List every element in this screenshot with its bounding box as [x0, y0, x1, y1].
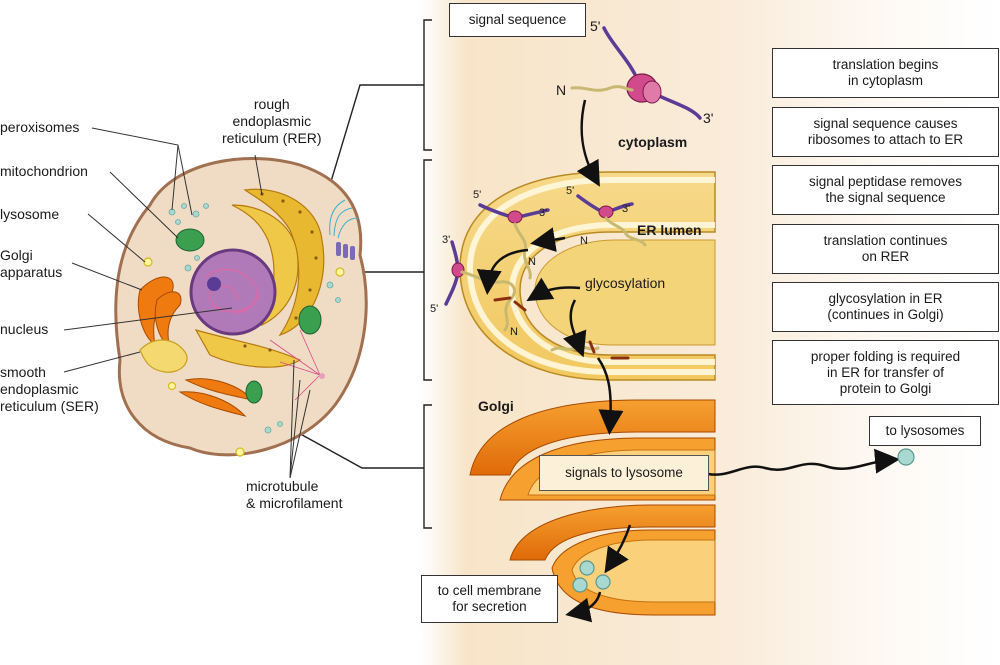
- step-box-6: proper folding is required in ER for tra…: [772, 340, 999, 405]
- label-peroxisomes: peroxisomes: [0, 119, 80, 135]
- secretory-vesicles: [572, 560, 611, 593]
- label-mitochondrion: mitochondrion: [0, 163, 88, 179]
- cell-illustration: [114, 156, 368, 457]
- lysosome-vesicle: [897, 448, 915, 466]
- label-three-prime-er2: 3': [622, 203, 631, 215]
- label-rough-er: rough endoplasmic reticulum (RER): [222, 96, 322, 146]
- label-five-prime-er1: 5': [473, 189, 482, 201]
- cell-golgi: [137, 276, 254, 417]
- cell-microfilaments: [269, 329, 321, 401]
- label-three-prime-top: 3': [703, 110, 714, 126]
- box-to-lysosomes: to lysosomes: [869, 416, 981, 446]
- cell-leader-lines: [63, 127, 311, 479]
- label-golgi: Golgi: [478, 398, 514, 414]
- label-glycosylation: glycosylation: [585, 275, 666, 291]
- cell-vesicles: [168, 203, 341, 434]
- er-membrane: [459, 171, 716, 381]
- label-n-er1: N: [528, 256, 536, 268]
- box-signals-to-lysosome: signals to lysosome: [539, 455, 709, 491]
- ribosomes: [451, 73, 662, 278]
- nucleolus: [207, 277, 221, 291]
- flow-arrows: [476, 99, 900, 623]
- label-nucleus: nucleus: [0, 321, 49, 337]
- label-n-terminus-top: N: [556, 82, 567, 98]
- cell-rer: [194, 188, 325, 368]
- step-box-1: translation begins in cytoplasm: [772, 48, 999, 98]
- label-lysosome: lysosome: [0, 206, 60, 222]
- cell-channel: [336, 242, 355, 260]
- cell-cilia: [329, 199, 359, 239]
- glycan-chains: [493, 296, 630, 360]
- ribosome: [598, 205, 614, 219]
- step-box-5: glycosylation in ER (continues in Golgi): [772, 282, 999, 332]
- label-three-prime-er3: 3': [442, 234, 451, 246]
- step-box-4: translation continues on RER: [772, 224, 999, 274]
- cell-ser: [139, 339, 188, 373]
- ribosome: [507, 210, 523, 224]
- label-five-prime-top: 5': [590, 18, 601, 34]
- step-box-2: signal sequence causes ribosomes to atta…: [772, 107, 999, 157]
- label-five-prime-er3: 5': [430, 303, 439, 315]
- cell-lysosomes: [143, 257, 345, 457]
- box-signal-sequence: signal sequence: [449, 3, 586, 37]
- label-er-lumen: ER lumen: [637, 222, 702, 238]
- label-n-er3: N: [510, 326, 518, 338]
- label-n-er2: N: [580, 235, 588, 247]
- box-to-cell-membrane: to cell membrane for secretion: [421, 575, 558, 623]
- cell-nucleus: [189, 248, 277, 336]
- label-three-prime-er1: 3': [539, 207, 548, 219]
- label-microtubule: microtubule & microfilament: [246, 478, 343, 511]
- label-golgi-apparatus: Golgi apparatus: [0, 247, 63, 280]
- label-cytoplasm: cytoplasm: [618, 134, 688, 150]
- cell-mitochondria: [175, 228, 322, 404]
- label-smooth-er: smooth endoplasmic reticulum (SER): [0, 364, 99, 414]
- ribosome: [451, 262, 465, 278]
- step-box-3: signal peptidase removes the signal sequ…: [772, 165, 999, 215]
- label-five-prime-er2: 5': [566, 185, 575, 197]
